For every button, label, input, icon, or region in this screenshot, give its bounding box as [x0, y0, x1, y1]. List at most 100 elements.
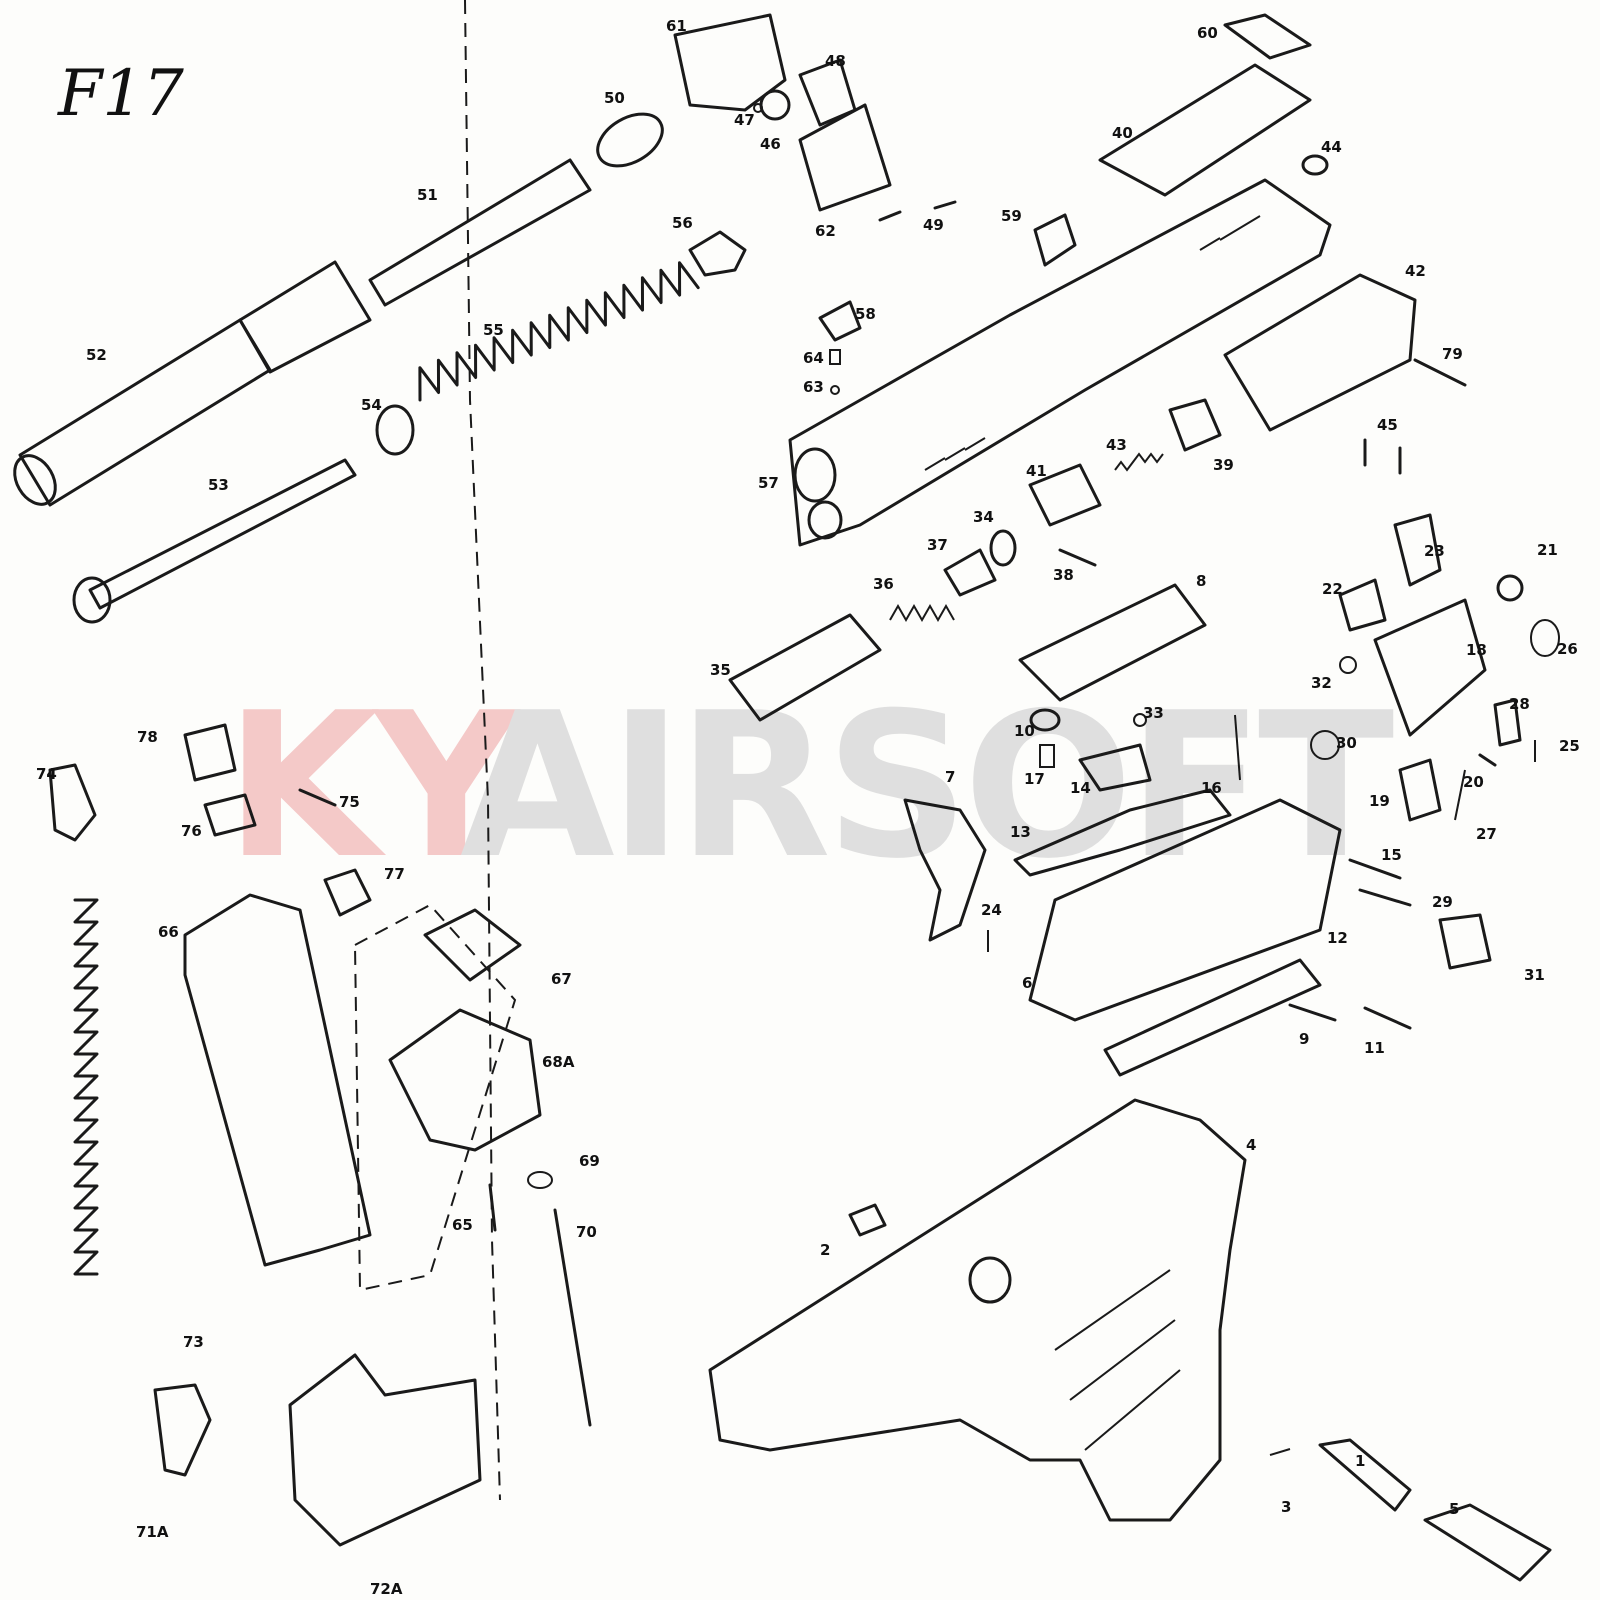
label-19: 19	[1369, 792, 1390, 810]
washer-part	[375, 404, 415, 456]
rail-pin-part	[848, 1203, 887, 1237]
nozzle-o-ring-part	[989, 529, 1017, 567]
label-1: 1	[1355, 1452, 1365, 1470]
hop-wheel-part	[759, 89, 791, 121]
label-79: 79	[1442, 345, 1463, 363]
magazine-release-part	[1423, 1503, 1552, 1582]
label-66: 66	[158, 923, 179, 941]
label-48: 48	[825, 52, 846, 70]
outer-barrel-part	[13, 260, 372, 507]
magazine-valve-block-part	[388, 1008, 542, 1152]
valve-slide-part	[203, 793, 257, 837]
watermark-text-airsoft: AIRSOFT	[460, 670, 1394, 903]
watermark-text-ky: KY	[225, 670, 521, 903]
hammer-pin-cap-part	[1496, 574, 1524, 602]
fire-control-housing-part	[1373, 598, 1487, 737]
bushing-part	[596, 112, 664, 168]
magazine-base-plate-part	[288, 1353, 482, 1547]
label-26: 26	[1557, 640, 1578, 658]
diagram-title: F17	[57, 57, 184, 131]
base-washer-part	[527, 1171, 553, 1189]
spring-guide-cap-part	[688, 230, 747, 277]
extractor-pin-part	[830, 385, 840, 395]
frame-part	[708, 1098, 1247, 1522]
trigger-bar-part	[1018, 583, 1207, 702]
chamber-housing-part	[798, 103, 892, 212]
magazine-body-part	[183, 893, 372, 1267]
chassis-pin-part	[1288, 1003, 1337, 1022]
trigger-part	[903, 798, 987, 942]
nozzle-spring-part	[1114, 452, 1164, 472]
assembly-guide-line	[353, 903, 517, 1292]
slide-stop-plate-part	[1168, 398, 1222, 452]
hammer-strut-part	[1398, 758, 1442, 822]
label-71A: 71A	[136, 1523, 169, 1541]
hammer-part	[1393, 513, 1442, 587]
label-63: 63	[803, 378, 824, 396]
label-31: 31	[1524, 966, 1545, 984]
label-45: 45	[1377, 416, 1398, 434]
trigger-bar-pin-part	[1058, 548, 1097, 567]
locking-block-part	[1103, 958, 1322, 1077]
parts	[13, 13, 1560, 1582]
plunger-spring-part	[1039, 744, 1055, 768]
recoil-spring-part	[418, 261, 700, 402]
extractor-spring-part	[829, 349, 841, 365]
magazine-release-spring-part	[1269, 1448, 1291, 1456]
divider-line	[464, 0, 501, 1501]
blowback-housing-part	[728, 613, 882, 722]
label-40: 40	[1112, 124, 1133, 142]
slide-screw-part	[1363, 438, 1402, 475]
label-64: 64	[803, 349, 824, 367]
label-36: 36	[873, 575, 894, 593]
takedown-lever-part	[1438, 913, 1492, 970]
magazine-pin-part	[298, 788, 337, 807]
small-spring-part	[1339, 656, 1357, 674]
takedown-pin-part	[1348, 858, 1402, 880]
detent-part	[1301, 154, 1329, 176]
label-51: 51	[417, 186, 438, 204]
label-18: 18	[1466, 641, 1487, 659]
label-47: 47	[734, 111, 755, 129]
label-9: 9	[1299, 1030, 1309, 1048]
label-17: 17	[1024, 770, 1045, 788]
label-2: 2	[820, 1241, 830, 1259]
label-57: 57	[758, 474, 779, 492]
label-42: 42	[1405, 262, 1426, 280]
extractor-part	[818, 300, 862, 342]
label-3: 3	[1281, 1498, 1291, 1516]
label-50: 50	[604, 89, 625, 107]
label-52: 52	[86, 346, 107, 364]
label-65: 65	[452, 1216, 473, 1234]
label-24: 24	[981, 901, 1002, 919]
watermark: KY AIRSOFT	[225, 670, 1400, 903]
slide-rear-insert-part	[1223, 273, 1417, 432]
label-13: 13	[1010, 823, 1031, 841]
hop-up-chamber-part	[673, 13, 787, 112]
label-72A: 72A	[370, 1580, 403, 1598]
label-23: 23	[1424, 542, 1445, 560]
label-70: 70	[576, 1223, 597, 1241]
disconnector-part	[1078, 743, 1152, 792]
label-69: 69	[579, 1152, 600, 1170]
label-4: 4	[1246, 1136, 1256, 1154]
label-62: 62	[815, 222, 836, 240]
label-7: 7	[945, 768, 955, 786]
label-44: 44	[1321, 138, 1342, 156]
label-28: 28	[1509, 695, 1530, 713]
label-73: 73	[183, 1333, 204, 1351]
label-20: 20	[1463, 773, 1484, 791]
wire-spring-part	[1234, 714, 1241, 781]
magazine-seal-part	[423, 908, 522, 982]
label-39: 39	[1213, 456, 1234, 474]
slide-cover-plate-part	[1098, 63, 1312, 197]
fill-valve-part	[323, 868, 372, 917]
label-21: 21	[1537, 541, 1558, 559]
label-55: 55	[483, 321, 504, 339]
plunger-part	[1029, 708, 1061, 732]
label-75: 75	[339, 793, 360, 811]
takedown-spring-part	[1358, 888, 1412, 907]
inner-barrel-part	[368, 158, 592, 307]
trigger-chassis-part	[1028, 798, 1342, 1022]
